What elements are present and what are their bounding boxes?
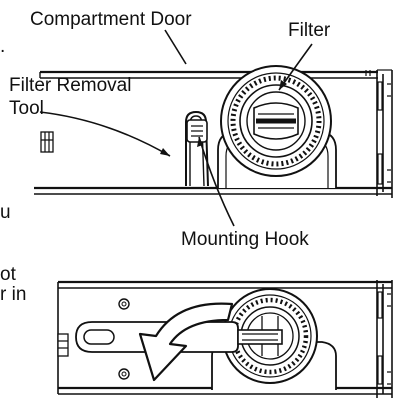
margin-fragment-a: . (0, 36, 5, 57)
leader-tool-arrowhead (160, 148, 170, 156)
mounting-hook (186, 119, 208, 143)
label-mounting-hook: Mounting Hook (181, 229, 309, 250)
labels: Compartment Door Filter Filter Removal T… (0, 9, 331, 305)
top-panel-compartment (34, 69, 393, 198)
rotate-counterclockwise-arrow (138, 302, 234, 382)
leader-filter-removal-tool (39, 111, 171, 157)
leader-lines (39, 29, 313, 227)
side-bracket-top (40, 131, 54, 153)
leader-compartment-door (164, 29, 187, 65)
filter-assembly-top (217, 65, 337, 188)
screw-lower (118, 368, 130, 380)
leader-hook-arrowhead (197, 137, 203, 147)
leader-filter-arrowhead (279, 80, 287, 90)
label-filter-removal-tool-line2: Tool (9, 98, 44, 119)
side-bracket-bottom (57, 333, 69, 357)
label-filter-removal-tool-line1: Filter Removal (9, 75, 131, 96)
filter-removal-tool-stored (185, 110, 209, 187)
leader-mounting-hook (198, 136, 235, 227)
margin-fragment-c: ot (0, 264, 17, 285)
screw-upper (118, 298, 130, 310)
label-filter: Filter (288, 20, 331, 41)
margin-fragment-d: r in (0, 284, 26, 305)
margin-fragment-b: u (0, 202, 11, 223)
label-compartment-door: Compartment Door (30, 9, 192, 30)
